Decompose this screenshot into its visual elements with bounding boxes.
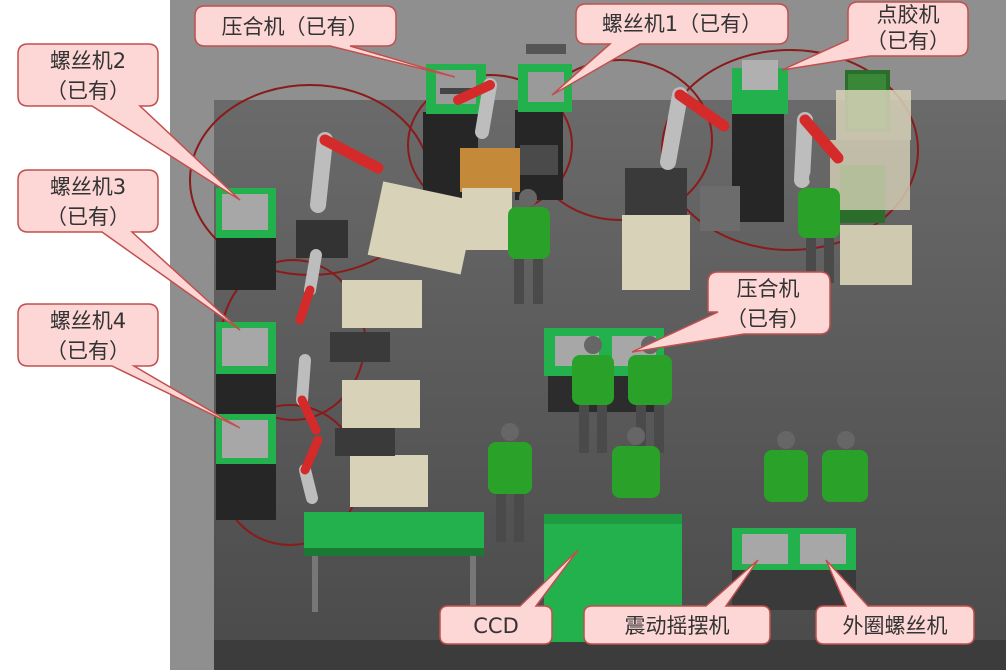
screw-machine-4 (216, 414, 276, 520)
callout-press-top: 压合机（已有） (194, 5, 456, 78)
worker (798, 169, 840, 283)
callout-label: 压合机（已有） (222, 15, 369, 39)
feeder-tables-left (296, 220, 428, 507)
callout-vibration: 震动摇摆机 (583, 559, 771, 645)
callout-label-line2: （已有） (726, 307, 810, 331)
callout-label-line1: 螺丝机4 (50, 309, 126, 333)
callout-label-line1: 点胶机 (877, 3, 940, 27)
robot-arm (296, 354, 321, 435)
robot-arm (660, 87, 730, 170)
callout-label-line1: 压合机 (737, 277, 800, 301)
callout-screw-2: 螺丝机2 （已有） (17, 43, 241, 201)
robot-arm (453, 78, 497, 139)
callout-label-line2: （已有） (46, 339, 130, 363)
worker (488, 423, 532, 542)
worker (572, 336, 614, 453)
floor-edge-shadow (214, 640, 1006, 670)
callout-label-line1: 螺丝机2 (50, 49, 126, 73)
workers (488, 169, 868, 542)
callout-outer-screw: 外圈螺丝机 (815, 559, 975, 645)
output-conveyor (304, 512, 484, 612)
material-rack-top-right (830, 70, 912, 285)
worker (764, 431, 808, 502)
worker (822, 431, 868, 502)
callout-glue: 点胶机 （已有） (781, 1, 969, 71)
callout-label-line1: 螺丝机3 (50, 175, 126, 199)
callout-label: 震动摇摆机 (625, 614, 730, 638)
callout-screw-1: 螺丝机1（已有） (551, 3, 789, 96)
callout-label: 螺丝机1（已有） (602, 12, 762, 36)
screw-machine-2 (216, 188, 276, 290)
robot-arm (310, 132, 384, 213)
robot-arm (299, 435, 323, 504)
callout-label: 外圈螺丝机 (843, 614, 948, 638)
callout-screw-4: 螺丝机4 （已有） (17, 303, 241, 429)
callout-label-line2: （已有） (46, 205, 130, 229)
worker (508, 189, 550, 304)
robot-arm (794, 112, 844, 188)
callout-ccd: CCD (439, 549, 579, 645)
callout-press-mid: 压合机 （已有） (631, 271, 831, 353)
feeder-tables-center (367, 145, 740, 290)
callout-label: CCD (473, 614, 519, 638)
robot-arm (295, 249, 322, 325)
screw-machine-3 (216, 322, 276, 414)
outer-screw-machines (732, 528, 856, 610)
callout-label-line2: （已有） (46, 79, 130, 103)
worker (612, 427, 660, 498)
robot-arms (295, 78, 844, 504)
callout-screw-3: 螺丝机3 （已有） (17, 169, 241, 331)
callout-label-line2: （已有） (866, 29, 950, 53)
glue-machine (732, 60, 788, 222)
